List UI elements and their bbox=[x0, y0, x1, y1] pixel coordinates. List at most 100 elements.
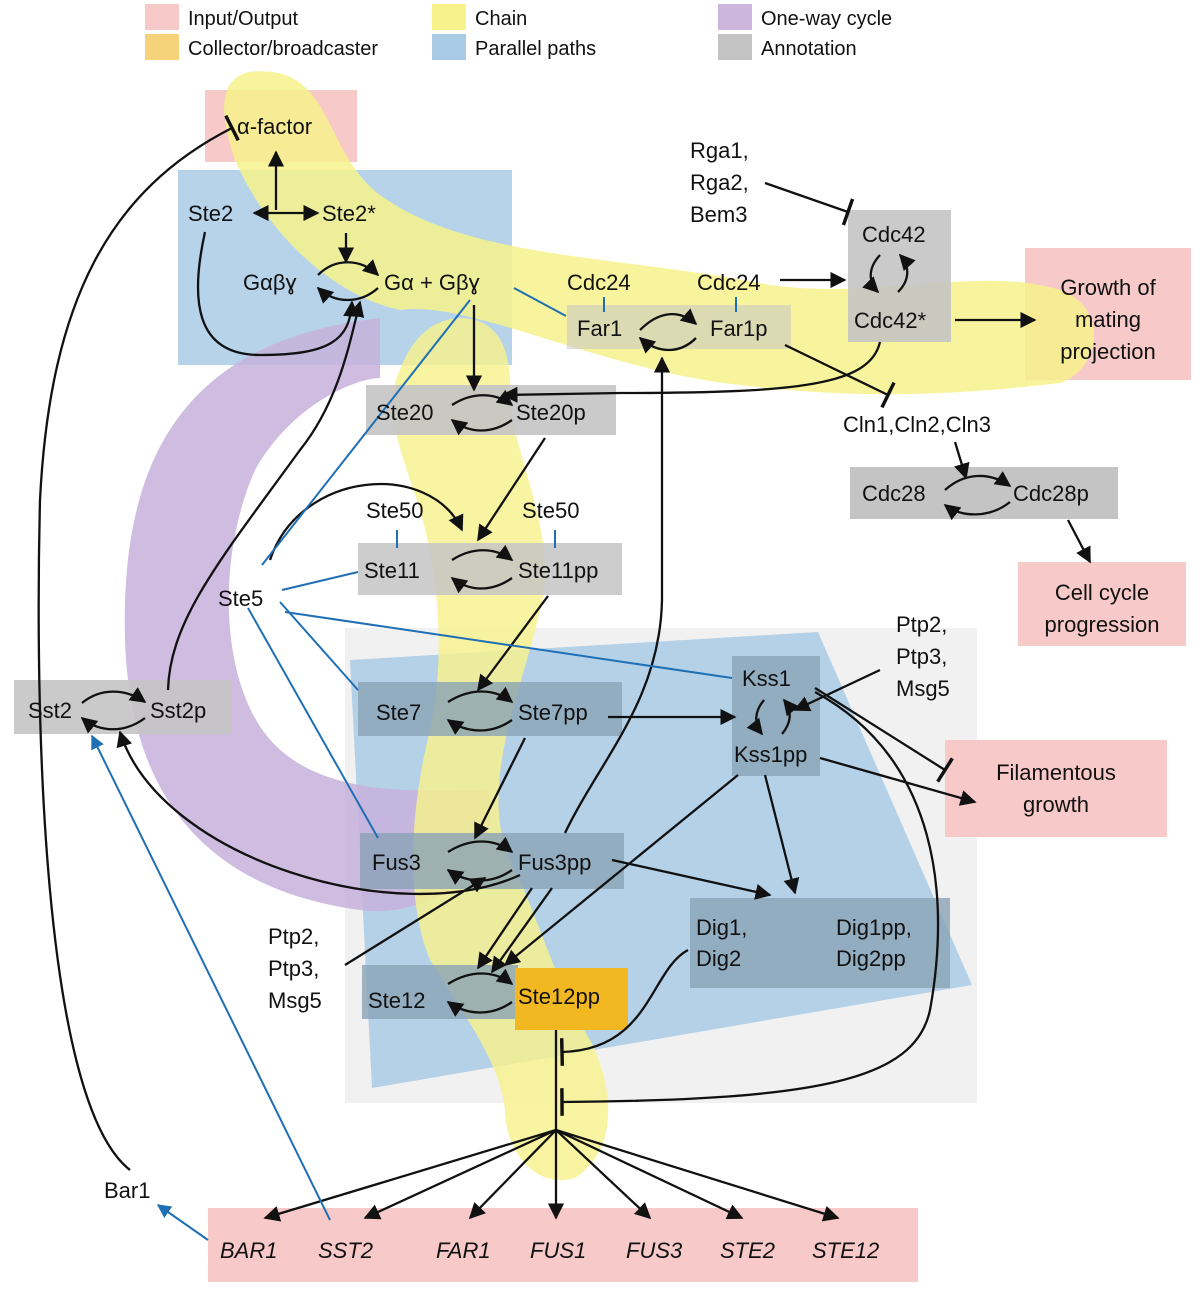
edge-ste7-forward bbox=[447, 686, 514, 703]
node-cell-cycle-2: progression bbox=[1045, 612, 1160, 637]
edge-ste20p-ste11 bbox=[477, 437, 546, 542]
one-way-cycle-ring bbox=[124, 318, 490, 912]
node-ste20: Ste20 bbox=[376, 400, 434, 425]
annotation-box-dig bbox=[690, 898, 950, 988]
legend-label-input-output: Input/Output bbox=[188, 8, 299, 30]
gene-ste2: STE2 bbox=[720, 1238, 775, 1263]
chain-band-lower bbox=[392, 318, 609, 1181]
edge-cdc42-up bbox=[897, 253, 916, 293]
edge-hub-bar1 bbox=[263, 1128, 557, 1222]
link-ste5-kss1 bbox=[284, 611, 733, 679]
node-fus3pp: Fus3pp bbox=[518, 850, 591, 875]
edge-kss1-filament bbox=[814, 687, 954, 783]
node-growth-3: projection bbox=[1060, 339, 1155, 364]
node-ptp-bottom-2: Ptp3, bbox=[268, 956, 319, 981]
annotation-box-far1 bbox=[567, 305, 791, 349]
node-ptp-top-2: Ptp3, bbox=[896, 644, 947, 669]
node-ste5: Ste5 bbox=[218, 586, 263, 611]
legend-swatch-chain bbox=[432, 4, 466, 30]
edge-hub-sst2 bbox=[363, 1128, 557, 1220]
edge-kss1-hub bbox=[560, 690, 940, 1116]
node-ga-gbg: Gα + Gβɣ bbox=[384, 270, 480, 295]
node-rga-1: Rga1, bbox=[690, 138, 749, 163]
gene-fus1: FUS1 bbox=[530, 1238, 586, 1263]
gene-sst2: SST2 bbox=[318, 1238, 373, 1263]
edge-far1-forward bbox=[639, 308, 698, 331]
gene-fus3: FUS3 bbox=[626, 1238, 683, 1263]
node-cell-cycle-1: Cell cycle bbox=[1055, 580, 1149, 605]
edge-cdc28p-cellcycle bbox=[1066, 519, 1092, 564]
node-ste2-star: Ste2* bbox=[322, 201, 376, 226]
node-far1: Far1 bbox=[577, 316, 622, 341]
node-growth-1: Growth of bbox=[1060, 275, 1156, 300]
legend-swatch-collector bbox=[145, 34, 179, 60]
node-dig-right-2: Dig2pp bbox=[836, 946, 906, 971]
node-filamentous-2: growth bbox=[1023, 792, 1089, 817]
edge-sst2-forward bbox=[81, 687, 147, 704]
edge-kss1pp-ste12 bbox=[503, 774, 739, 967]
edge-far1p-cln bbox=[784, 343, 896, 409]
collector-box-ste12pp bbox=[515, 968, 628, 1030]
legend-swatch-parallel bbox=[432, 34, 466, 60]
edge-hub-fus3 bbox=[555, 1129, 652, 1220]
link-ste5-gbg bbox=[261, 299, 471, 566]
node-filamentous-1: Filamentous bbox=[996, 760, 1116, 785]
node-ste12: Ste12 bbox=[368, 988, 426, 1013]
node-ste50-a: Ste50 bbox=[366, 498, 424, 523]
node-cdc24-b: Cdc24 bbox=[697, 270, 761, 295]
edge-ste2-loop bbox=[196, 231, 360, 357]
edge-hub-far1 bbox=[468, 1129, 557, 1220]
node-growth-2: mating bbox=[1075, 307, 1141, 332]
node-bar1: Bar1 bbox=[104, 1178, 150, 1203]
node-cdc28p: Cdc28p bbox=[1013, 481, 1089, 506]
gene-far1: FAR1 bbox=[436, 1238, 491, 1263]
edge-gabg-forward bbox=[317, 259, 380, 277]
edge-fus3pp-dig bbox=[611, 858, 772, 900]
node-labels: α-factor Ste2 Ste2* Gαβɣ Gα + Gβɣ Cdc24 … bbox=[28, 114, 1159, 1203]
legend-label-annotation: Annotation bbox=[761, 38, 857, 60]
edge-ste11-back bbox=[450, 577, 513, 594]
node-cdc42: Cdc42 bbox=[862, 222, 926, 247]
legend-swatch-input-output bbox=[145, 4, 179, 30]
link-ste5-ste7 bbox=[279, 601, 359, 691]
annotation-box-cdc42 bbox=[848, 210, 951, 342]
node-ste11pp: Ste11pp bbox=[518, 558, 598, 583]
node-cdc42-star: Cdc42* bbox=[854, 308, 927, 333]
gene-ste12: STE12 bbox=[812, 1238, 879, 1263]
legend-label-cycle: One-way cycle bbox=[761, 8, 892, 30]
edge-ptp-kss1 bbox=[793, 668, 881, 712]
legend-label-chain: Chain bbox=[475, 8, 527, 30]
edges bbox=[37, 114, 1092, 1222]
edge-kss1pp-dig bbox=[763, 774, 800, 895]
gene-outputs: BAR1 SST2 FAR1 FUS1 FUS3 STE2 STE12 bbox=[220, 1238, 879, 1263]
edge-fus3pp-ste12a bbox=[477, 887, 533, 970]
gene-bar1: BAR1 bbox=[220, 1238, 277, 1263]
node-cdc24-a: Cdc24 bbox=[567, 270, 631, 295]
edge-hub-ste12 bbox=[555, 1128, 840, 1222]
edge-fus3-forward bbox=[447, 836, 514, 853]
edge-bar1-alpha bbox=[37, 114, 240, 1171]
link-ste5-ste11 bbox=[281, 571, 359, 591]
node-ste11: Ste11 bbox=[364, 558, 420, 583]
node-ste50-b: Ste50 bbox=[522, 498, 580, 523]
annotation-box-kss1 bbox=[732, 656, 820, 776]
node-sst2: Sst2 bbox=[28, 698, 72, 723]
legend-swatch-cycle bbox=[718, 4, 752, 30]
edge-kss1-up bbox=[781, 698, 800, 735]
edge-ste20-forward bbox=[451, 389, 514, 406]
node-ptp-bottom-3: Msg5 bbox=[268, 988, 322, 1013]
scaffold-links bbox=[91, 287, 737, 1241]
node-ptp-bottom-1: Ptp2, bbox=[268, 924, 319, 949]
cell-cycle-box bbox=[1018, 562, 1186, 646]
node-rga-3: Bem3 bbox=[690, 202, 747, 227]
node-ste20p: Ste20p bbox=[516, 400, 586, 425]
link-ste5-fus3 bbox=[247, 607, 379, 839]
edge-rga-cdc42 bbox=[764, 181, 855, 226]
edge-far1-back bbox=[638, 336, 697, 354]
edge-ste12-back bbox=[446, 1001, 513, 1017]
edge-cln-cdc28 bbox=[953, 441, 970, 480]
edge-kss1-down bbox=[746, 699, 765, 736]
legend-swatch-annotation bbox=[718, 34, 752, 60]
genes-box bbox=[208, 1208, 918, 1282]
